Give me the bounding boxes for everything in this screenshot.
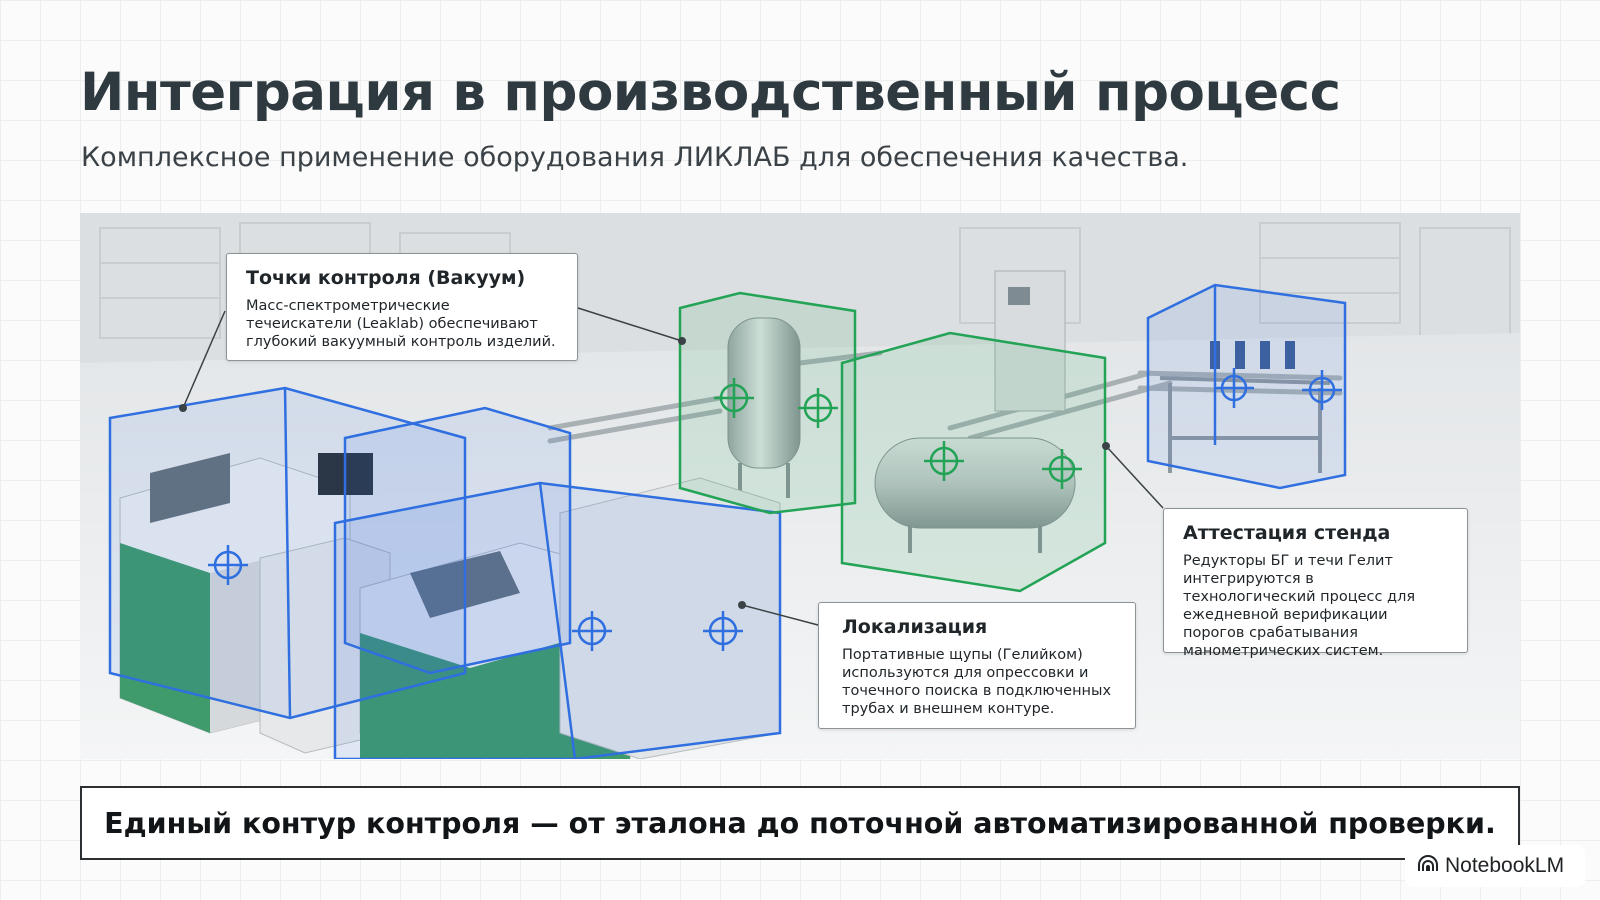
summary-banner-text: Единый контур контроля — от эталона до п…	[104, 806, 1496, 840]
callout-localization-text: Портативные щупы (Гелийком) используются…	[842, 647, 1112, 717]
notebooklm-badge: NotebookLM	[1405, 845, 1585, 887]
callout-vacuum-title: Точки контроля (Вакуум)	[246, 267, 526, 289]
callout-attestation-text: Редукторы БГ и течи Гелит интегрируются …	[1183, 553, 1416, 659]
callout-localization-title: Локализация	[842, 616, 988, 638]
target-markers	[208, 368, 1342, 651]
page-subtitle: Комплексное применение оборудования ЛИКЛ…	[81, 142, 1189, 173]
callout-leader-lines	[182, 307, 1164, 626]
vertical-tank	[727, 317, 801, 498]
callout-attestation-title: Аттестация стенда	[1183, 522, 1391, 544]
callout-vacuum-control: Точки контроля (Вакуум) Масс-спектрометр…	[226, 253, 578, 361]
leader-dots	[179, 337, 1110, 609]
page-title: Интеграция в производственный процесс	[80, 62, 1341, 123]
notebooklm-logo-icon	[1417, 854, 1439, 878]
callout-vacuum-text: Масс-спектрометрические течеискатели (Le…	[246, 298, 556, 350]
callout-localization: Локализация Портативные щупы (Гелийком) …	[818, 602, 1136, 729]
workstation-desk	[259, 453, 391, 754]
summary-banner: Единый контур контроля — от эталона до п…	[80, 786, 1520, 860]
factory-scene-image: Точки контроля (Вакуум) Масс-спектрометр…	[80, 213, 1520, 759]
green-highlight-boxes	[678, 291, 1107, 593]
callout-attestation: Аттестация стенда Редукторы БГ и течи Ге…	[1163, 508, 1468, 659]
pipeline	[547, 350, 1343, 444]
notebooklm-label: NotebookLM	[1445, 854, 1565, 877]
